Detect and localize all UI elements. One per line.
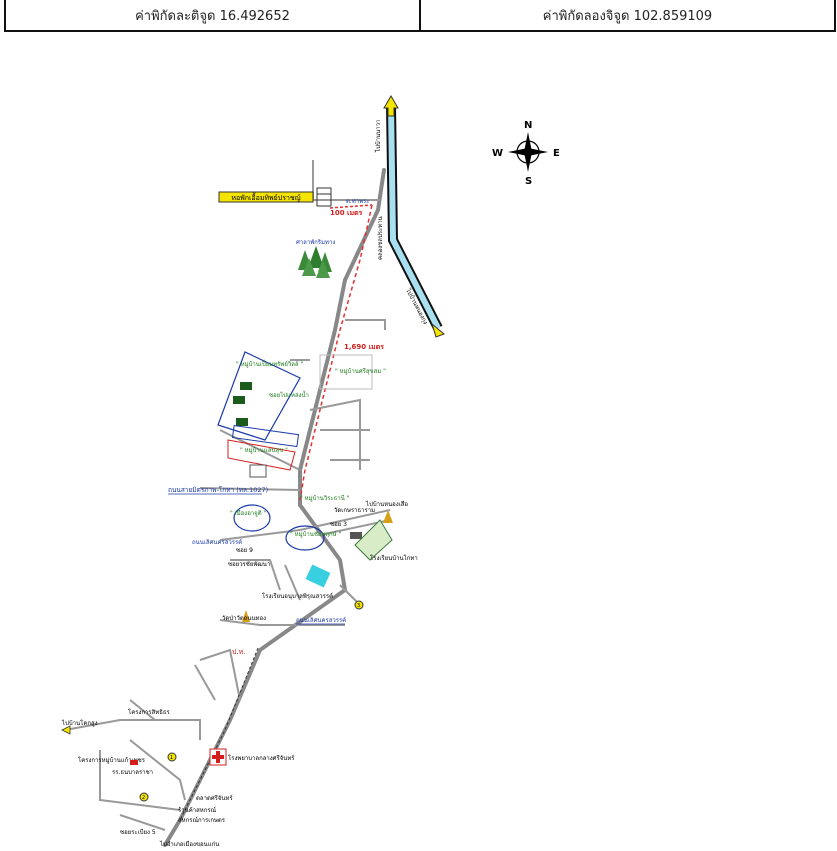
marker-1-number: 1 xyxy=(170,755,173,761)
compass-e: E xyxy=(553,148,560,159)
hospital-label: โรงพยาบาลกลางศรีจันทร์ xyxy=(228,754,295,762)
distance-1690-label: 1,690 เมตร xyxy=(344,343,384,351)
village-d-label: " หมู่บ้านวิระธานี " xyxy=(300,494,350,502)
wat2-label: วัดป่าวัดถนนทอง xyxy=(222,615,266,622)
dormitory-label-box xyxy=(218,191,314,203)
project1-label: โครงการสิทธิธร xyxy=(128,708,171,716)
arrow-down-icon xyxy=(430,322,445,338)
park-trees-icon: ศาลาพักริมทาง xyxy=(296,239,335,278)
dormitory-label: หอพักเอื้อมทิพย์ปราชญ์ xyxy=(231,191,300,202)
tambon-label: ต.ท่าพระ xyxy=(346,198,370,205)
school-label: โรงเรียนบ้านโกทา xyxy=(370,554,418,562)
arrow-left-icon xyxy=(61,725,71,735)
school3-label: รร.ธนบาลราชา xyxy=(112,769,153,776)
pond xyxy=(305,564,331,588)
village-a-label: " หมู่บ้านเปี่ยมทรัพย์วิลล์ " xyxy=(236,360,303,368)
compass-s: S xyxy=(525,176,532,187)
compass-rose-icon: N S E W xyxy=(492,120,560,187)
route-dashed-short xyxy=(329,204,373,209)
latitude-cell: ค่าพิกัดละติจูด 16.492652 xyxy=(135,8,290,24)
wat2-icon xyxy=(242,610,250,622)
village-c-label: " หมู่บ้านแสนสุข " xyxy=(240,447,288,454)
police-label: ป.ท. xyxy=(232,648,246,656)
marker-3-number: 3 xyxy=(357,603,360,609)
compass-n: N xyxy=(524,120,532,131)
village-c-red-area xyxy=(227,439,296,471)
soi-worachai-label: ซอยวรชัยพัฒนา xyxy=(228,561,270,568)
to-ban-nong-label: ไปบ้านหนองเสือ xyxy=(365,500,408,508)
marker-1-icon xyxy=(167,752,177,762)
distance-100-label: 100 เมตร xyxy=(330,209,363,217)
school-area xyxy=(354,519,393,561)
to-ban-kho-label: ไปบ้านโคกสูง xyxy=(61,719,98,727)
school2-label: โรงเรียนอนุบาลพิรุณสวรรค์ xyxy=(262,592,333,600)
marker-2-number: 2 xyxy=(142,795,145,801)
coordinate-table: ค่าพิกัดละติจูด 16.492652 ค่าพิกัดลองจิจ… xyxy=(4,0,836,32)
village-e-label: " เมืองอาจูติ " xyxy=(230,509,266,517)
village-b-label: " หมู่บ้านศรีสุขสม " xyxy=(335,367,386,375)
marker-3-icon xyxy=(354,600,364,610)
village-a-area xyxy=(217,351,301,441)
flag-icon xyxy=(130,760,138,765)
irrigation-label: คลองชลประทาน xyxy=(377,216,384,260)
soi9-label: ซอย 9 xyxy=(236,547,253,554)
highway-label: ถนนสายมิตรภาพ-โกทา (ทล.1027) xyxy=(168,486,268,494)
irrigation-canal xyxy=(383,95,445,338)
shop-label: ร้านค้าสหกรณ์ xyxy=(178,806,217,814)
village-c-area xyxy=(231,425,300,448)
hospital-icon xyxy=(209,748,227,766)
soi-label: ซอยไปแหล่งน้ำ xyxy=(269,389,309,399)
village-f-label: " หมู่บ้านชัยพฤกษ์ " xyxy=(290,530,342,538)
project2-label: โครงการหมู่บ้านแก้วเพชร xyxy=(78,756,146,764)
temple-icon xyxy=(383,510,393,523)
rail-dashed xyxy=(179,647,259,821)
park-label: ศาลาพักริมทาง xyxy=(296,239,335,246)
road-south-label: ถนนเลิศนครสวรรค์ xyxy=(192,538,242,546)
shop2-label: สหกรณ์การเกษตร xyxy=(178,816,226,824)
main-road xyxy=(163,168,386,847)
to-khon-kaen-label: ไปอำเภอเมืองขอนแก่น xyxy=(159,840,219,848)
village-e-area xyxy=(233,504,271,532)
wat-label: วัดเกษราธาราม xyxy=(334,507,375,514)
dormitory-building-icon xyxy=(316,187,332,207)
village-b-area xyxy=(319,354,373,390)
road-south2-label: ถนนเลิศนครสวรรค์ xyxy=(296,616,346,624)
market-label: ตลาดศรีจันทร์ xyxy=(196,794,233,802)
soi3-label: ซอย 3 xyxy=(330,521,347,528)
soi5-label: ซอยระเบียง 5 xyxy=(120,828,156,836)
longitude-cell: ค่าพิกัดลองจิจูด 102.859109 xyxy=(419,0,834,30)
arrow-up-icon xyxy=(383,95,399,117)
route-dashed-red xyxy=(299,204,373,501)
village-f-area xyxy=(285,525,325,551)
compass-w: W xyxy=(492,148,503,159)
marker-2-icon xyxy=(139,792,149,802)
to-road-north-label: ไปบ้านนาวา xyxy=(374,120,382,153)
